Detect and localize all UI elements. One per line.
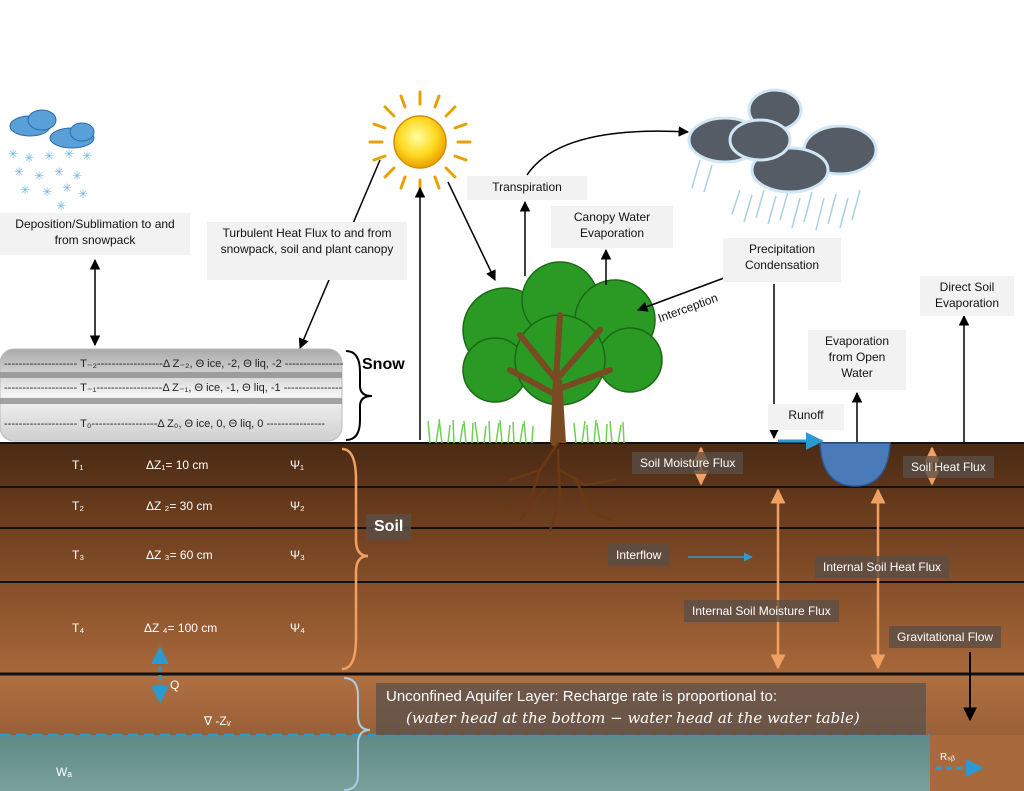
soil-layer-psi: Ψ₁ [290, 458, 305, 472]
soil-moisture-flux-label: Soil Moisture Flux [632, 452, 744, 474]
snow-label: Snow [362, 356, 405, 373]
sun-icon [368, 90, 472, 194]
svg-text:✳: ✳ [82, 149, 92, 163]
storm-cloud-icon [687, 88, 878, 231]
svg-text:✳: ✳ [72, 169, 82, 183]
rsb-label: Rₛᵦ [940, 752, 955, 763]
snow-layer-t: T₀ [80, 418, 92, 430]
internal-soil-moisture-flux-label: Internal Soil Moisture Flux [684, 600, 839, 622]
open-water-evap-label: Evaporation from Open Water [808, 330, 906, 390]
precipitation-label: Precipitation Condensation [723, 238, 841, 282]
runoff-label: Runoff [768, 404, 844, 430]
svg-text:✳: ✳ [20, 183, 30, 197]
svg-text:✳: ✳ [42, 185, 52, 199]
soil-layer-psi: Ψ₄ [290, 621, 305, 635]
wa-label: Wₐ [56, 765, 72, 779]
deposition-label: Deposition/Sublimation to and from snowp… [0, 213, 190, 255]
svg-text:✳: ✳ [34, 169, 44, 183]
soil-brace [341, 447, 369, 671]
canopy-evap-label: Canopy Water Evaporation [551, 206, 673, 248]
soil-layer-t: T₃ [72, 548, 85, 562]
turbulent-label: Turbulent Heat Flux to and from snowpack… [207, 222, 407, 280]
svg-text:✳: ✳ [8, 147, 18, 161]
svg-text:✳: ✳ [14, 165, 24, 179]
soil-layer-dz: ΔZ ₂= 30 cm [146, 499, 213, 513]
soil-layer-dz: ΔZ ₃= 60 cm [146, 548, 213, 562]
direct-soil-evap-label: Direct Soil Evaporation [920, 276, 1014, 316]
svg-text:✳: ✳ [56, 199, 66, 213]
transpiration-to-cloud-arrow [526, 126, 690, 176]
interception-arrow [637, 277, 725, 312]
aquifer-label: Unconfined Aquifer Layer: Recharge rate … [376, 683, 926, 735]
grass [427, 418, 625, 444]
svg-text:✳: ✳ [44, 149, 54, 163]
snowpack [0, 348, 343, 442]
q-label: Q [170, 678, 180, 692]
groundwater [0, 735, 930, 791]
snow-layer-t: T₋₁ [80, 382, 97, 394]
aquifer-line-2: (water head at the bottom − water head a… [406, 709, 860, 727]
soil-layer-t: T₁ [72, 458, 84, 472]
sun-to-tree-arrow [447, 181, 496, 281]
svg-text:✳: ✳ [64, 147, 74, 161]
aquifer-line-1: Unconfined Aquifer Layer: Recharge rate … [386, 688, 778, 705]
soil-layer-dz: ΔZ₁= 10 cm [146, 458, 209, 472]
svg-text:✳: ✳ [24, 151, 34, 165]
soil-layer-psi: Ψ₂ [290, 499, 305, 513]
svg-text:✳: ✳ [78, 187, 88, 201]
soil-label: Soil [366, 514, 412, 540]
internal-soil-heat-flux-label: Internal Soil Heat Flux [815, 556, 950, 578]
gravitational-flow-label: Gravitational Flow [889, 626, 1002, 648]
svg-text:✳: ✳ [54, 165, 64, 179]
snow-cloud-icon: ✳✳✳✳✳ ✳✳✳✳ ✳✳✳✳ ✳ [8, 109, 95, 213]
snow-brace [345, 350, 373, 441]
snow-layer-dz: Δ Z₀, Θ ice, 0, Θ liq, 0 [157, 418, 264, 430]
snow-layer-t: T₋₂ [80, 358, 97, 370]
transpiration-label: Transpiration [467, 176, 587, 200]
tree [462, 261, 663, 532]
svg-text:✳: ✳ [62, 181, 72, 195]
soil-heat-flux-label: Soil Heat Flux [903, 456, 994, 478]
soil-layer-psi: Ψ₃ [290, 548, 305, 562]
snow-layer-dz: Δ Z₋₂, Θ ice, -2, Θ liq, -2 [162, 358, 282, 370]
water-table-depth-label: ∇ -Zᵥ [204, 714, 231, 728]
soil-layer-t: T₂ [72, 499, 84, 513]
soil-layer-t: T₄ [72, 621, 85, 635]
soil-layer-dz: ΔZ ₄= 100 cm [144, 621, 218, 635]
aquifer-brace [343, 677, 371, 791]
pond-water [819, 442, 891, 487]
interflow-label: Interflow [608, 544, 670, 566]
snow-layer-dz: Δ Z₋₁, Θ ice, -1, Θ liq, -1 [162, 382, 281, 394]
